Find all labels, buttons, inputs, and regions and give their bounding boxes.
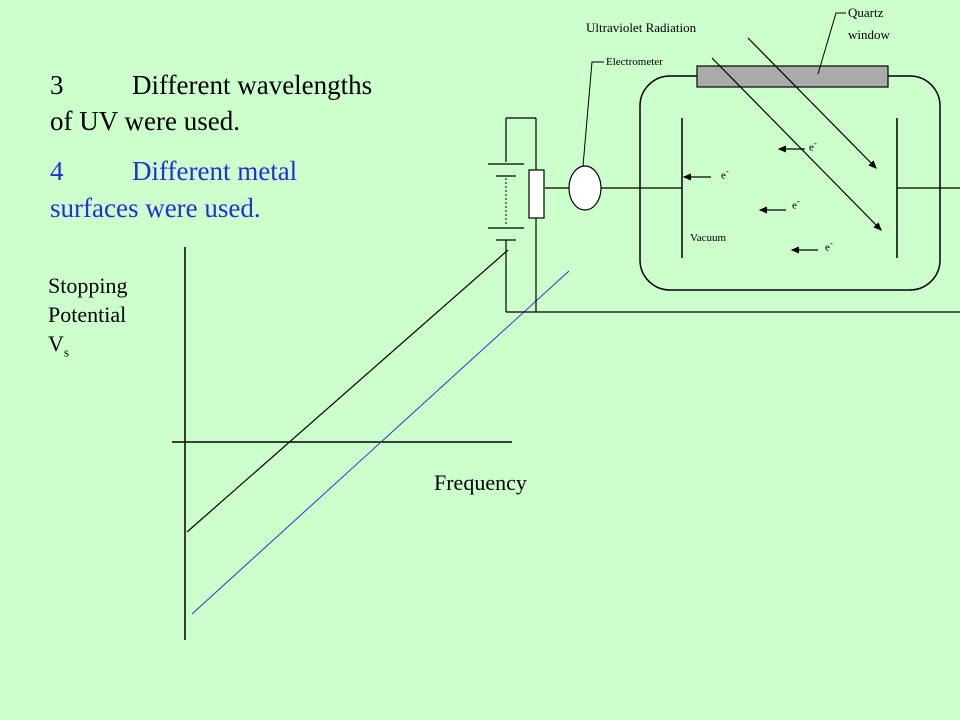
quartz-window: [696, 65, 889, 88]
quartz-label-line1: Quartz: [848, 5, 884, 20]
black-metal-line: [186, 249, 509, 533]
point-3-line2: of UV were used.: [50, 106, 240, 136]
variable-resistor-icon: [528, 169, 545, 219]
x-axis-label: Frequency: [434, 470, 527, 495]
point-4-line1: Different metal: [132, 156, 298, 186]
y-axis-subscript: s: [63, 344, 69, 360]
point-4-line2: surfaces were used.: [50, 193, 261, 223]
battery-icon: [488, 163, 524, 241]
electrometer-label: Electrometer: [606, 56, 663, 68]
point-3: 3 Different wavelengths: [50, 68, 372, 102]
electrometer-icon: [568, 165, 602, 211]
point-4: 4 Different metal: [50, 154, 297, 188]
electron-label: e-: [721, 166, 729, 182]
vacuum-label: Vacuum: [690, 232, 727, 244]
quartz-label-line2: window: [848, 27, 890, 42]
point-3-number: 3: [50, 70, 64, 100]
y-axis-symbol: V: [48, 331, 64, 356]
electrometer-leader: [582, 61, 604, 167]
electron-label: e-: [792, 196, 800, 212]
uv-ray: [747, 37, 877, 169]
vacuum-tube: [639, 75, 941, 291]
point-4-number: 4: [50, 156, 64, 186]
y-axis-label-line2: Potential: [48, 302, 127, 327]
electron-label: e-: [809, 138, 817, 154]
quartz-leader: [817, 12, 846, 75]
y-axis-label-line1: Stopping: [48, 273, 128, 298]
point-3-line1: Different wavelengths: [132, 70, 373, 100]
blue-metal-line: [191, 270, 570, 615]
uv-ray: [711, 57, 882, 231]
uv-label: Ultraviolet Radiation: [586, 20, 697, 35]
electron-label: e-: [825, 238, 833, 254]
y-axis-label-symbol: Vs: [48, 329, 69, 366]
